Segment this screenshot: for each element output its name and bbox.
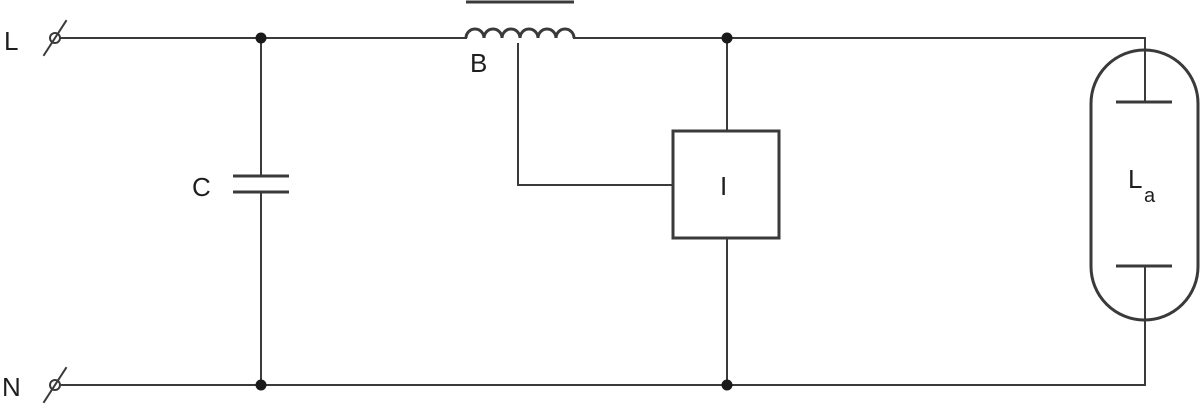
lamp-symbol — [1089, 48, 1200, 322]
igniter-label: I — [720, 171, 727, 201]
capacitor-symbol — [233, 174, 289, 194]
lamp-label: L — [1128, 164, 1142, 194]
terminal-label-neutral: N — [2, 372, 21, 402]
ballast-inductor — [464, 0, 576, 39]
junction-node-capacitor-top — [255, 32, 267, 44]
ballast-label: B — [470, 48, 487, 78]
junction-node-igniter-bottom — [721, 379, 733, 391]
junction-node-igniter-top — [721, 32, 733, 44]
igniter-box — [671, 129, 781, 240]
lamp-label-subscript: a — [1144, 185, 1156, 207]
terminal-label-line: L — [4, 26, 18, 56]
junction-node-capacitor-bottom — [255, 379, 267, 391]
capacitor-label: C — [192, 172, 211, 202]
